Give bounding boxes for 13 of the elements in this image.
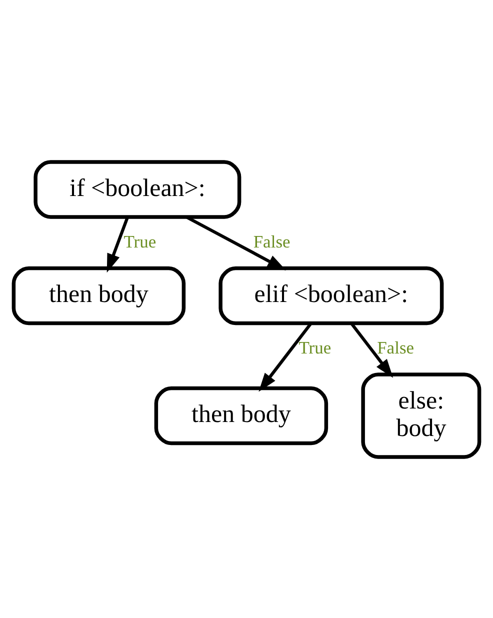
arrow [106, 216, 129, 272]
node-box: then body [12, 266, 186, 325]
edge-label: True [298, 337, 332, 357]
node-box: else: body [361, 372, 482, 458]
edge-label: False [377, 337, 414, 357]
arrow [350, 322, 394, 378]
node-box: elif <boolean>: [218, 266, 444, 325]
arrow [186, 215, 286, 270]
node-box: if <boolean>: [34, 160, 242, 218]
arrow [258, 322, 312, 392]
edge-label: False [253, 230, 290, 251]
node-box: then body [154, 386, 328, 445]
edge-label: True [124, 230, 156, 251]
